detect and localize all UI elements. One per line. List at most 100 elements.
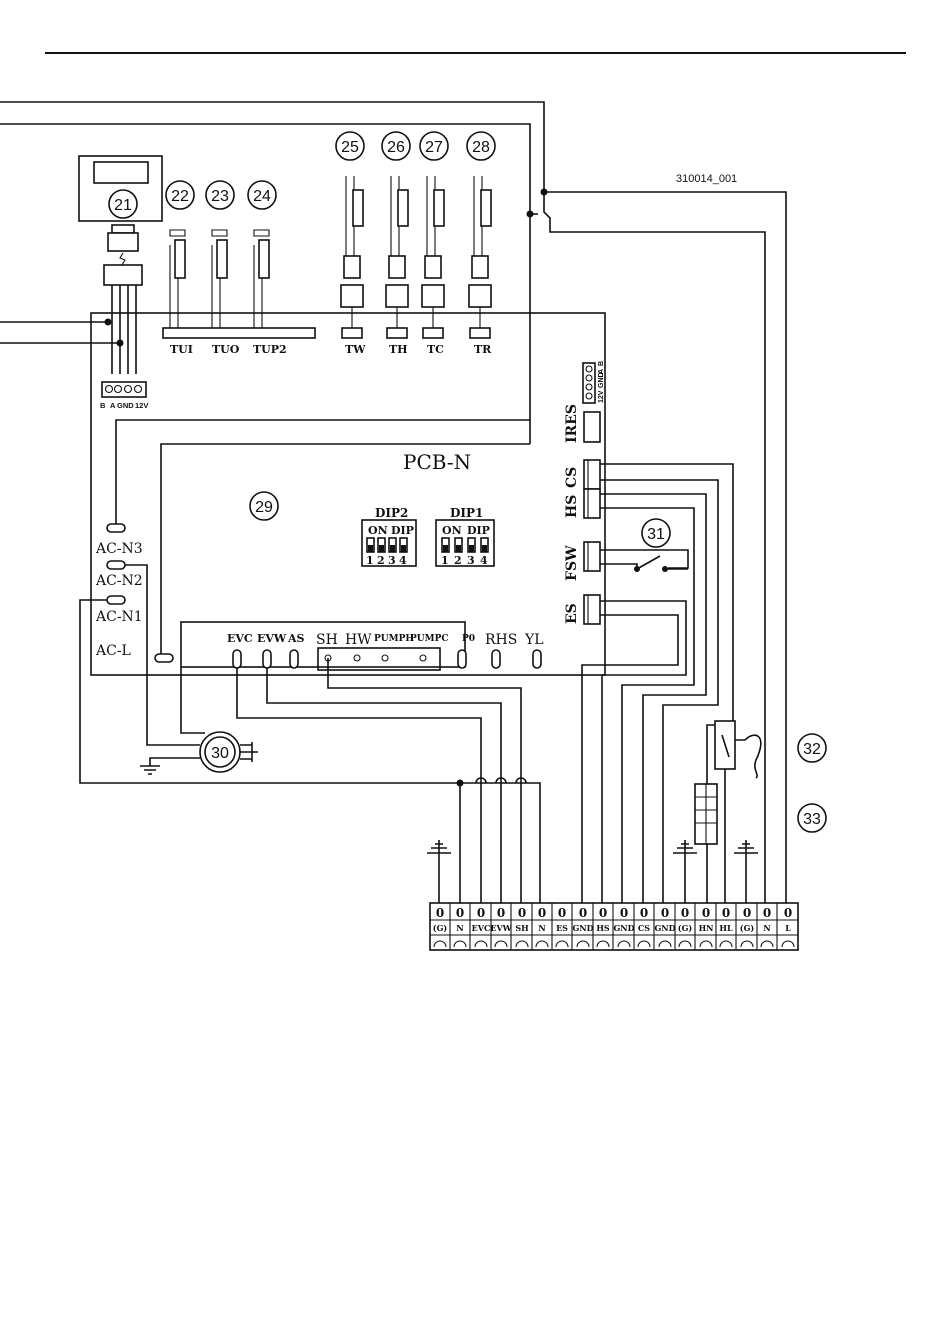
output-label-hw: HW [345, 632, 372, 648]
terminal-zero: 0 [579, 906, 587, 920]
callout-28: 28 [472, 139, 490, 156]
output-label-yl: YL [524, 632, 544, 648]
terminal-label: EVC [472, 923, 491, 933]
terminal-label: HL [719, 923, 733, 933]
thermistor-label-tuo: TUO [212, 343, 240, 356]
pcb-comm-terminal: 12V GND A B [582, 361, 605, 404]
remote-terminal-a: A [110, 401, 116, 410]
callout-25: 25 [341, 139, 359, 156]
dip2-num-3: 3 [388, 554, 396, 567]
pcb-terminal-a: A [598, 369, 605, 374]
thermistor-label-th: TH [389, 343, 408, 356]
terminal-label: N [538, 923, 545, 933]
callout-27: 27 [425, 139, 443, 156]
connector-label-es: ES [564, 603, 580, 624]
pcb-outline [90, 312, 606, 676]
pcb-label: PCB-N [403, 450, 471, 474]
thermistor-label-tui: TUI [170, 343, 193, 356]
output-label-evw: EVW [257, 632, 287, 645]
dip2-num-2: 2 [377, 554, 385, 567]
pcb-terminal-gnd: GND [598, 372, 605, 388]
terminal-label: N [456, 923, 463, 933]
terminal-zero: 0 [763, 906, 771, 920]
dip1-num-4: 4 [480, 554, 488, 567]
dip1-title: DIP1 [450, 506, 483, 520]
thermistor-label-tup2: TUP2 [253, 343, 287, 356]
dip2-num-1: 1 [366, 554, 374, 567]
terminal-label: SH [515, 923, 529, 933]
connector-label-hs: HS [564, 495, 580, 518]
terminal-zero: 0 [661, 906, 669, 920]
terminal-label: L [785, 923, 791, 933]
terminal-zero: 0 [599, 906, 607, 920]
terminal-block: 0 0 0 0 0 0 0 0 0 0 0 0 0 0 0 0 0 0 (G) … [429, 902, 799, 951]
dip2-num-4: 4 [399, 554, 407, 567]
remote-terminal-b: B [100, 401, 106, 410]
thermistor-label-tr: TR [474, 343, 492, 356]
connector-label-fsw: FSW [564, 545, 580, 581]
terminal-zero: 0 [681, 906, 689, 920]
terminal-zero: 0 [558, 906, 566, 920]
output-label-rhs: RHS [485, 632, 517, 648]
terminal-label: (G) [433, 923, 448, 933]
terminal-label: HS [596, 923, 610, 933]
terminal-zero: 0 [538, 906, 546, 920]
terminal-label: EVW [490, 923, 512, 933]
ground-symbols [427, 840, 758, 903]
output-wires [180, 658, 527, 903]
dip1-num-3: 3 [467, 554, 475, 567]
terminal-label: (G) [678, 923, 693, 933]
pcb-terminal-b: B [598, 361, 605, 366]
terminal-zeros: 0 0 0 0 0 0 0 0 0 0 0 0 0 0 0 0 0 0 [436, 906, 792, 920]
terminal-zero: 0 [518, 906, 526, 920]
callout-22: 22 [171, 188, 189, 205]
connector-label-cs: CS [564, 467, 580, 488]
output-label-evc: EVC [227, 632, 253, 645]
output-label-as: AS [287, 632, 305, 645]
terminal-zero: 0 [497, 906, 505, 920]
terminal-label: HN [699, 923, 714, 933]
ac-label-n2: AC-N2 [95, 573, 143, 589]
terminal-label: (G) [740, 923, 755, 933]
terminal-zero: 0 [456, 906, 464, 920]
thermistor-plugs: TW TH TC TR [340, 176, 492, 356]
thermistor-label-tw: TW [345, 343, 366, 356]
ac-label-n3: AC-N3 [95, 541, 143, 557]
terminal-label: GND [613, 923, 634, 933]
dip1-dip: DIP [467, 524, 490, 537]
output-label-sh: SH [316, 632, 338, 648]
output-label-pumpc: PUMPC [410, 634, 449, 644]
callout-21: 21 [114, 197, 132, 214]
callout-29: 29 [255, 499, 273, 516]
dip2-dip: DIP [391, 524, 414, 537]
terminal-zero: 0 [784, 906, 792, 920]
terminal-zero: 0 [702, 906, 710, 920]
dip1-num-1: 1 [441, 554, 449, 567]
dip2-on: ON [368, 524, 388, 537]
dip1-switch: DIP1 ON DIP 1 2 3 4 [435, 506, 495, 567]
callout-32: 32 [803, 741, 821, 758]
output-label-pumph: PUMPH [374, 634, 414, 644]
terminal-zero: 0 [743, 906, 751, 920]
terminal-zero: 0 [722, 906, 730, 920]
remote-terminal-gnd: GND [117, 401, 134, 410]
ac-label-l: AC-L [95, 643, 131, 659]
pcb-terminal-12v: 12V [598, 390, 605, 403]
ac-connectors: AC-N3 AC-N2 AC-N1 AC-L [79, 420, 541, 903]
output-row: EVC EVW AS SH HW PUMPH PUMPC P0 RHS YL [180, 621, 544, 671]
terminal-label: GND [654, 923, 675, 933]
dip2-title: DIP2 [375, 506, 408, 520]
dip2-switch: DIP2 ON DIP 1 2 3 4 [361, 506, 417, 567]
thermistor-label-tc: TC [427, 343, 444, 356]
terminal-zero: 0 [477, 906, 485, 920]
dip1-on: ON [442, 524, 462, 537]
callout-24: 24 [253, 188, 271, 205]
callout-23: 23 [211, 188, 229, 205]
terminal-label: N [763, 923, 770, 933]
callout-26: 26 [387, 139, 405, 156]
callouts: 21 22 23 24 25 26 27 28 29 31 32 33 [108, 131, 827, 833]
thermistor-bar: TUI TUO TUP2 [162, 229, 316, 356]
callout-30: 30 [211, 745, 229, 762]
dip1-num-2: 2 [454, 554, 462, 567]
